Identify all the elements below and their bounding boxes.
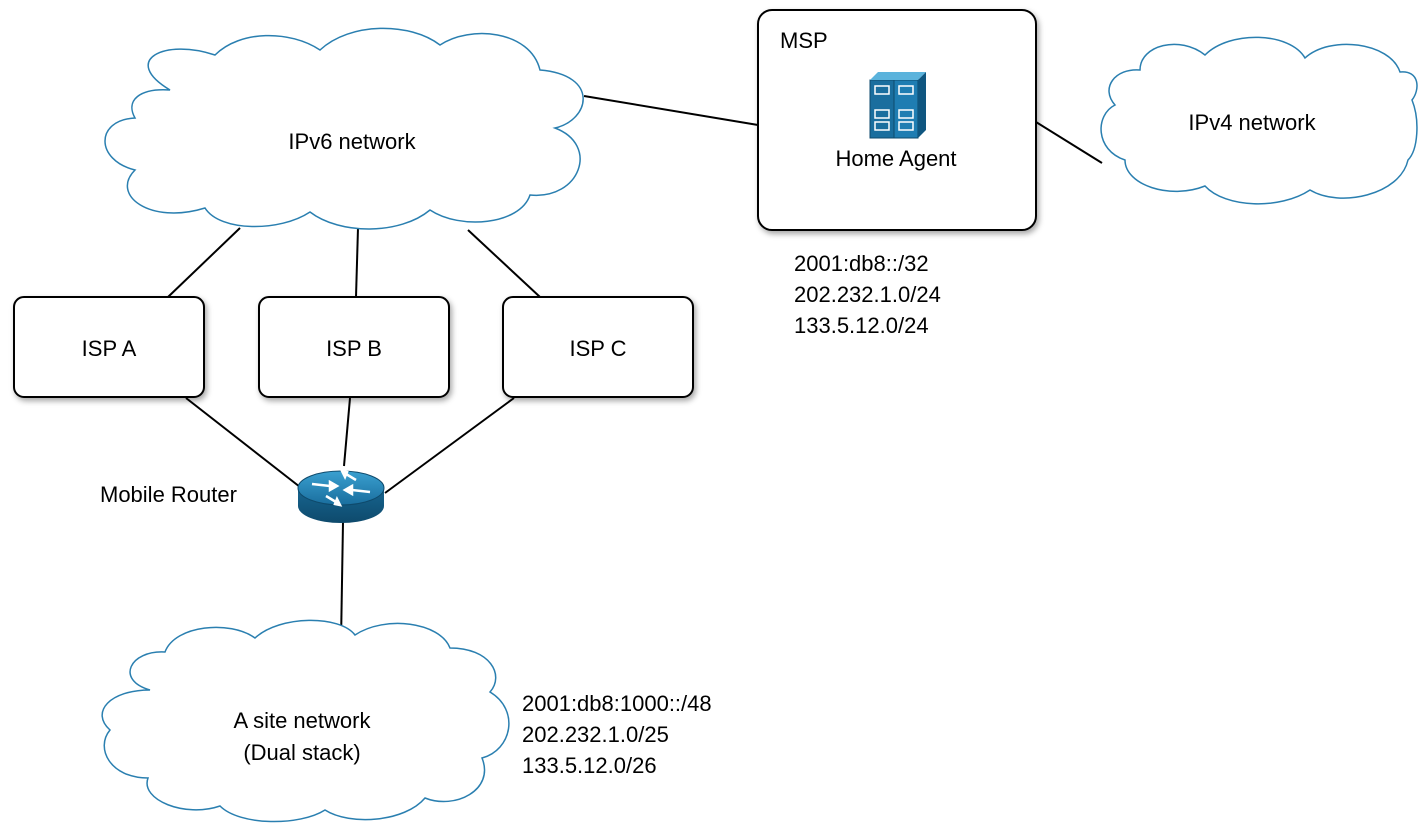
link-msp-ipv4 xyxy=(1035,121,1103,164)
isp-a-label: ISP A xyxy=(82,336,137,361)
link-ispa-router xyxy=(185,397,301,488)
site-prefix: 202.232.1.0/25 xyxy=(522,722,669,747)
msp-box: MSP Home Agent xyxy=(757,9,1037,231)
isp-c-box: ISP C xyxy=(502,296,694,398)
msp-prefixes: 2001:db8::/32 202.232.1.0/24 133.5.12.0/… xyxy=(794,251,941,338)
msp-prefix: 133.5.12.0/24 xyxy=(794,313,929,338)
ipv6-network-label: IPv6 network xyxy=(288,129,416,154)
ipv6-network-cloud: IPv6 network xyxy=(104,27,584,230)
ipv4-network-cloud: IPv4 network xyxy=(1100,36,1418,205)
site-network-label: A site network xyxy=(234,708,372,733)
link-ispb-router xyxy=(343,397,351,467)
isp-b-box: ISP B xyxy=(258,296,450,398)
link-ipv6-ispc xyxy=(467,229,541,298)
link-router-site xyxy=(340,521,344,643)
isp-a-box: ISP A xyxy=(13,296,205,398)
site-prefix: 133.5.12.0/26 xyxy=(522,753,657,778)
link-ipv6-ispb xyxy=(355,227,359,298)
isp-c-label: ISP C xyxy=(569,336,626,361)
msp-title: MSP xyxy=(780,28,828,53)
home-agent-label: Home Agent xyxy=(835,146,956,171)
ipv4-network-label: IPv4 network xyxy=(1188,110,1316,135)
link-ipv6-msp xyxy=(583,95,759,126)
link-ipv6-ispa xyxy=(167,227,241,298)
site-prefix: 2001:db8:1000::/48 xyxy=(522,691,712,716)
site-prefixes: 2001:db8:1000::/48 202.232.1.0/25 133.5.… xyxy=(522,691,712,778)
site-network-sublabel: (Dual stack) xyxy=(243,740,360,765)
link-ispc-router xyxy=(384,397,515,494)
isp-b-label: ISP B xyxy=(326,336,382,361)
router-icon xyxy=(297,469,385,523)
server-icon xyxy=(869,72,926,139)
site-network-cloud: A site network (Dual stack) xyxy=(101,619,510,823)
msp-prefix: 2001:db8::/32 xyxy=(794,251,929,276)
connections xyxy=(167,95,1103,643)
mobile-router-label: Mobile Router xyxy=(100,482,237,507)
msp-prefix: 202.232.1.0/24 xyxy=(794,282,941,307)
